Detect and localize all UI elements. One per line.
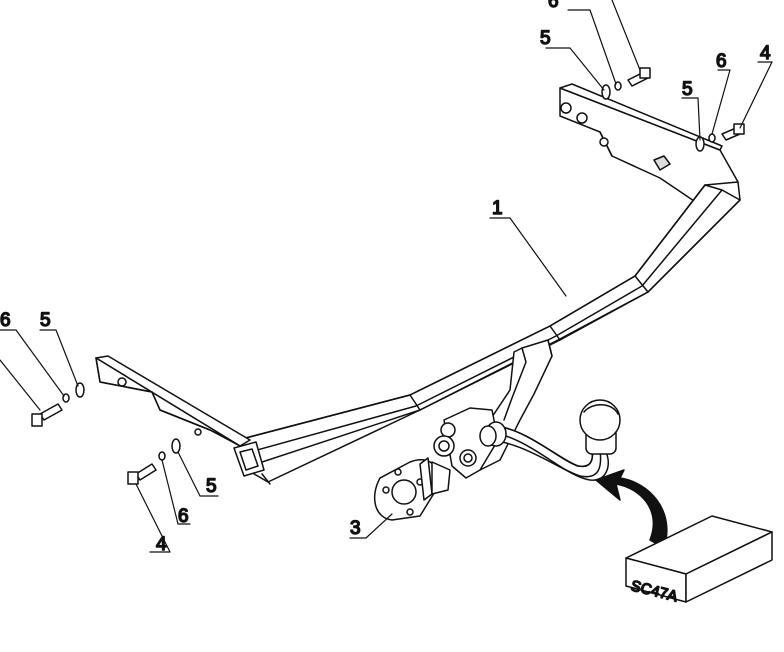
bracket-hole bbox=[599, 137, 609, 147]
bolt-icon bbox=[39, 403, 63, 421]
bracket-hole bbox=[560, 102, 572, 114]
electric-socket-plate bbox=[373, 457, 451, 521]
bracket-hole bbox=[194, 428, 202, 436]
mounting-bolt-head bbox=[440, 422, 456, 438]
hardware-set-top-center bbox=[601, 67, 651, 100]
bracket-hole bbox=[117, 377, 127, 387]
washer-icon bbox=[171, 438, 181, 454]
callout-6-left: 6 bbox=[0, 310, 11, 331]
callout-5-right: 5 bbox=[682, 79, 693, 100]
washer-icon bbox=[601, 84, 611, 100]
callout-6-top: 6 bbox=[548, 0, 559, 12]
right-mounting-bracket bbox=[559, 83, 739, 206]
callout-1-drawbar: 1 bbox=[492, 198, 503, 219]
hardware-set-bottom bbox=[127, 438, 181, 485]
nut bbox=[653, 155, 671, 171]
tow-ball bbox=[579, 399, 621, 441]
callout-labels: 6 5 5 6 4 1 6 5 5 6 4 3 bbox=[0, 0, 772, 556]
leader-lines bbox=[0, 0, 773, 553]
kit-box: SC47A bbox=[625, 515, 773, 606]
drawbar-tube bbox=[233, 181, 741, 485]
socket-plate-center-hole bbox=[391, 479, 417, 505]
callout-6-bottom: 6 bbox=[178, 506, 189, 527]
bracket-hole bbox=[576, 112, 588, 124]
spring-washer-icon bbox=[158, 451, 166, 461]
bolt-icon bbox=[135, 463, 157, 481]
callout-5-bottom: 5 bbox=[206, 476, 217, 497]
left-mounting-bracket bbox=[95, 355, 251, 447]
swan-neck-tow-ball bbox=[479, 399, 621, 481]
callout-6-right: 6 bbox=[716, 51, 727, 72]
hardware-set-top-right bbox=[695, 123, 745, 152]
callout-4-right: 4 bbox=[760, 43, 771, 64]
spring-washer-icon bbox=[708, 133, 716, 143]
callout-3-plate: 3 bbox=[350, 518, 361, 539]
hardware-set-left bbox=[31, 382, 85, 427]
curved-arrow-icon bbox=[595, 469, 668, 549]
callout-5-left: 5 bbox=[40, 310, 51, 331]
callout-4-bottom: 4 bbox=[156, 534, 167, 555]
callout-5-top: 5 bbox=[540, 28, 551, 49]
